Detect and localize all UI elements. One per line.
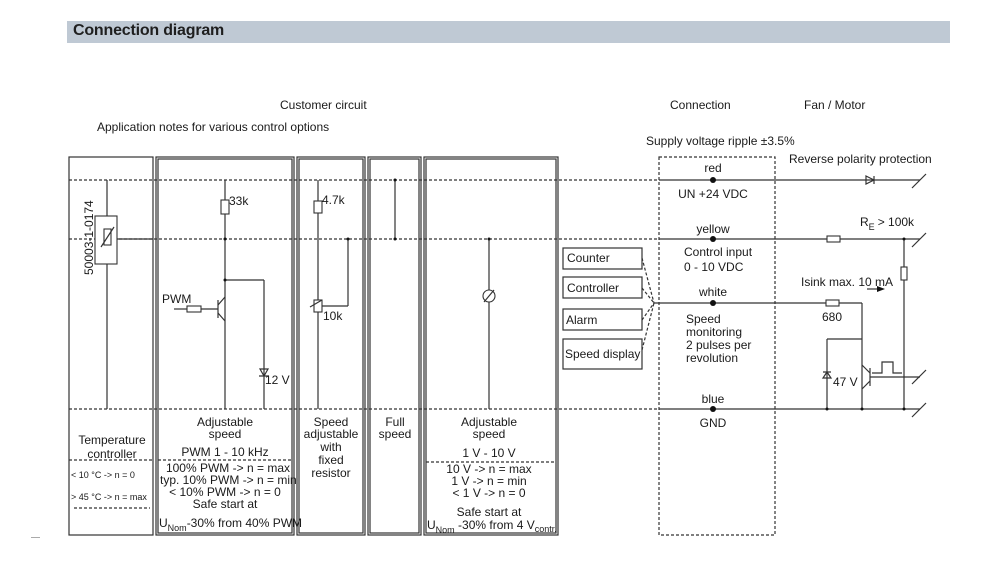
- device-counter-label: Counter: [567, 251, 610, 265]
- white-wire-function-3: 2 pulses per: [686, 338, 751, 352]
- connection-label: Connection: [670, 98, 731, 112]
- pwm-note-4: Safe start at: [193, 497, 258, 511]
- device-box-speed-display: [562, 338, 643, 370]
- device-boxes: Counter Controller Alarm Speed display: [562, 247, 655, 370]
- device-alarm-label: Alarm: [566, 313, 597, 327]
- resistor-title-1: Speed: [314, 415, 349, 429]
- pwm-note-2: typ. 10% PWM -> n = min: [160, 473, 297, 487]
- isink-label: Isink max. 10 mA: [801, 275, 893, 289]
- bus-lines: [69, 179, 920, 509]
- device-speed-display-label: Speed display: [565, 347, 640, 361]
- zener-47v-label: 47 V: [833, 375, 858, 389]
- pwm-input-label: PWM: [162, 292, 191, 306]
- temperature-note-1: < 10 °C -> n = 0: [71, 470, 135, 480]
- pwm-title-1: Adjustable: [197, 415, 253, 429]
- edge-mark: [31, 537, 40, 538]
- red-wire-function: UN +24 VDC: [678, 187, 748, 201]
- voltage-source-circuit: [482, 237, 496, 409]
- yellow-wire-function-2: 0 - 10 VDC: [684, 260, 744, 274]
- temperature-title-2: controller: [87, 447, 136, 461]
- device-box-controller: [562, 276, 643, 299]
- reverse-polarity-label: Reverse polarity protection: [789, 152, 932, 166]
- voltage-note-2: 1 V -> n = min: [451, 474, 526, 488]
- full-speed-title-2: speed: [379, 427, 412, 441]
- blue-wire-dot: [710, 406, 716, 412]
- part-number: 50003-1-0174: [82, 200, 96, 275]
- pwm-note-3: < 10% PWM -> n = 0: [169, 485, 281, 499]
- blue-wire-label: blue: [702, 392, 725, 406]
- white-wire-dot: [710, 300, 716, 306]
- fan-motor-circuit: [821, 175, 920, 411]
- device-controller-label: Controller: [567, 281, 619, 295]
- section-header: Connection diagram: [67, 21, 950, 43]
- connection-box: [658, 156, 776, 536]
- wire-terminals: [911, 173, 927, 418]
- temperature-controller-circuit: 50003-1-0174: [82, 180, 153, 409]
- voltage-title-2: speed: [473, 427, 506, 441]
- yellow-wire-function-1: Control input: [684, 245, 753, 259]
- r680-label: 680: [822, 310, 842, 324]
- full-speed-title-1: Full: [385, 415, 404, 429]
- pwm-resistor-label: 33k: [229, 194, 249, 208]
- blue-wire-function: GND: [700, 416, 727, 430]
- re-label: RE> 100k: [860, 215, 915, 232]
- temperature-note-2: > 45 °C -> n = max: [71, 492, 147, 502]
- resistor-r1-label: 4.7k: [322, 193, 346, 207]
- yellow-wire-label: yellow: [696, 222, 730, 236]
- voltage-title-1: Adjustable: [461, 415, 517, 429]
- voltage-note-3: < 1 V -> n = 0: [452, 486, 525, 500]
- fan-motor-label: Fan / Motor: [804, 98, 865, 112]
- voltage-note-4: Safe start at: [457, 505, 522, 519]
- panel-frames: [68, 156, 559, 536]
- pwm-note-5: UNom-30% from 40% PWM: [159, 516, 302, 533]
- resistor-title-3: with: [319, 440, 341, 454]
- resistor-r2-label: 10k: [323, 309, 343, 323]
- pwm-title-2: speed: [209, 427, 242, 441]
- resistor-title-5: resistor: [311, 466, 350, 480]
- voltage-range: 1 V - 10 V: [462, 446, 515, 460]
- section-title: Connection diagram: [73, 22, 225, 39]
- white-wire-function-2: monitoring: [686, 325, 742, 339]
- resistor-title-4: fixed: [318, 453, 343, 467]
- pwm-note-1: 100% PWM -> n = max: [166, 461, 290, 475]
- voltage-note-1: 10 V -> n = max: [446, 462, 531, 476]
- customer-circuit-label: Customer circuit: [280, 98, 367, 112]
- voltage-note-5: UNom -30% from 4 Vcontr.: [427, 518, 557, 535]
- application-notes-label: Application notes for various control op…: [97, 120, 329, 134]
- yellow-wire-dot: [710, 236, 716, 242]
- pwm-zener-label: 12 V: [265, 373, 290, 387]
- white-wire-label: white: [698, 285, 727, 299]
- temperature-title-1: Temperature: [78, 433, 146, 447]
- full-speed-circuit: [393, 178, 397, 241]
- resistor-title-2: adjustable: [304, 427, 359, 441]
- red-wire-label: red: [704, 161, 721, 175]
- white-wire-function-4: revolution: [686, 351, 738, 365]
- pwm-circuit: [174, 180, 270, 409]
- resistor-circuit: [309, 180, 350, 409]
- pwm-frequency: PWM 1 - 10 kHz: [181, 445, 268, 459]
- red-wire-dot: [710, 177, 716, 183]
- supply-ripple-label: Supply voltage ripple ±3.5%: [646, 134, 795, 148]
- white-wire-function-1: Speed: [686, 312, 721, 326]
